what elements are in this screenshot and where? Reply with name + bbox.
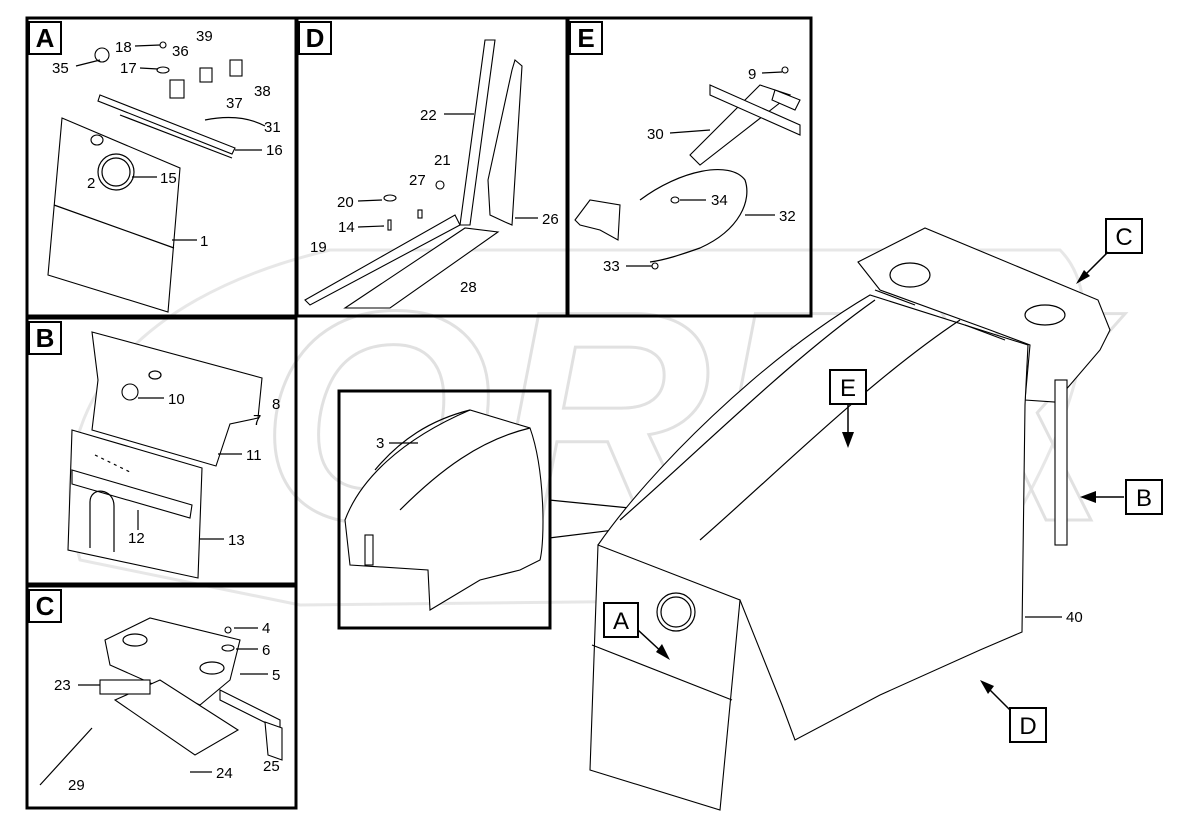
callout-e: E [840, 375, 856, 402]
panel-c-label: C [36, 591, 55, 621]
part-13-shield [67, 429, 203, 579]
panel-e: E [566, 16, 813, 318]
panel-b-badge [28, 321, 62, 355]
label-15: 15 [160, 170, 177, 187]
label-27: 27 [409, 172, 426, 189]
label-9: 9 [748, 66, 756, 83]
label-17: 17 [120, 60, 137, 77]
part-22-rail [459, 39, 496, 226]
callout-a: A [613, 608, 629, 635]
label-21: 21 [434, 152, 451, 169]
label-25: 25 [263, 758, 280, 775]
label-26: 26 [542, 211, 559, 228]
label-38: 38 [254, 83, 271, 100]
panel-e-badge [569, 21, 603, 55]
label-30: 30 [647, 126, 664, 143]
label-37: 37 [226, 95, 243, 112]
label-1: 1 [200, 233, 208, 250]
label-16: 16 [266, 142, 283, 159]
part-1-cover [47, 117, 181, 313]
label-12: 12 [128, 530, 145, 547]
panel-a-badge [28, 21, 62, 55]
part-35-knob [94, 47, 110, 63]
label-5: 5 [272, 667, 280, 684]
label-40: 40 [1066, 609, 1083, 626]
label-31: 31 [264, 119, 281, 136]
part-11-plate [91, 331, 263, 467]
label-33: 33 [603, 258, 620, 275]
label-3: 3 [376, 435, 384, 452]
callout-b-box [1125, 479, 1163, 515]
part-labels: 35 18 17 36 39 37 38 31 16 2 15 1 10 7 8… [52, 28, 1083, 794]
label-13: 13 [228, 532, 245, 549]
part-40-body [597, 294, 1029, 741]
label-22: 22 [420, 107, 437, 124]
panel-e-label: E [577, 23, 594, 53]
detail-box [337, 389, 721, 630]
label-18: 18 [115, 39, 132, 56]
part-19-strip [304, 214, 461, 306]
callout-a-box [603, 602, 639, 638]
callout-c-box [1105, 218, 1143, 254]
callout-b: B [1136, 485, 1152, 512]
panel-a-label: A [36, 23, 55, 53]
part-40-rear [1054, 379, 1068, 546]
label-4: 4 [262, 620, 270, 637]
panel-d: D [295, 16, 569, 318]
label-6: 6 [262, 642, 270, 659]
callout-d-box [1009, 707, 1047, 743]
label-14: 14 [338, 219, 355, 236]
label-32: 32 [779, 208, 796, 225]
main-callouts: C B E A D [603, 218, 1163, 743]
label-20: 20 [337, 194, 354, 211]
panel-d-badge [298, 21, 332, 55]
label-34: 34 [711, 192, 728, 209]
main-assembly [589, 227, 1111, 811]
part-30-frame [709, 84, 801, 136]
part-26-post [487, 59, 523, 226]
label-19: 19 [310, 239, 327, 256]
label-2: 2 [87, 175, 95, 192]
part-5-bracket [104, 617, 241, 706]
label-11: 11 [246, 447, 262, 464]
panel-b-label: B [36, 323, 55, 353]
label-10: 10 [168, 391, 185, 408]
panel-c-badge [28, 589, 62, 623]
panel-c: C [25, 584, 298, 810]
label-23: 23 [54, 677, 71, 694]
part-16-bar [97, 94, 236, 155]
callout-c: C [1115, 224, 1132, 251]
part-28-sill [343, 227, 500, 309]
panel-b: B [25, 316, 298, 586]
label-36: 36 [172, 43, 189, 60]
callout-d: D [1019, 713, 1036, 740]
label-7: 7 [253, 412, 261, 429]
part-25-arm [264, 721, 283, 761]
panel-a: A [25, 16, 298, 318]
part-3-cover [344, 409, 544, 611]
label-24: 24 [216, 765, 233, 782]
part-12-strip [71, 469, 193, 519]
label-39: 39 [196, 28, 213, 45]
label-28: 28 [460, 279, 477, 296]
label-8: 8 [272, 396, 280, 413]
panel-d-label: D [306, 23, 325, 53]
label-29: 29 [68, 777, 85, 794]
label-35: 35 [52, 60, 69, 77]
